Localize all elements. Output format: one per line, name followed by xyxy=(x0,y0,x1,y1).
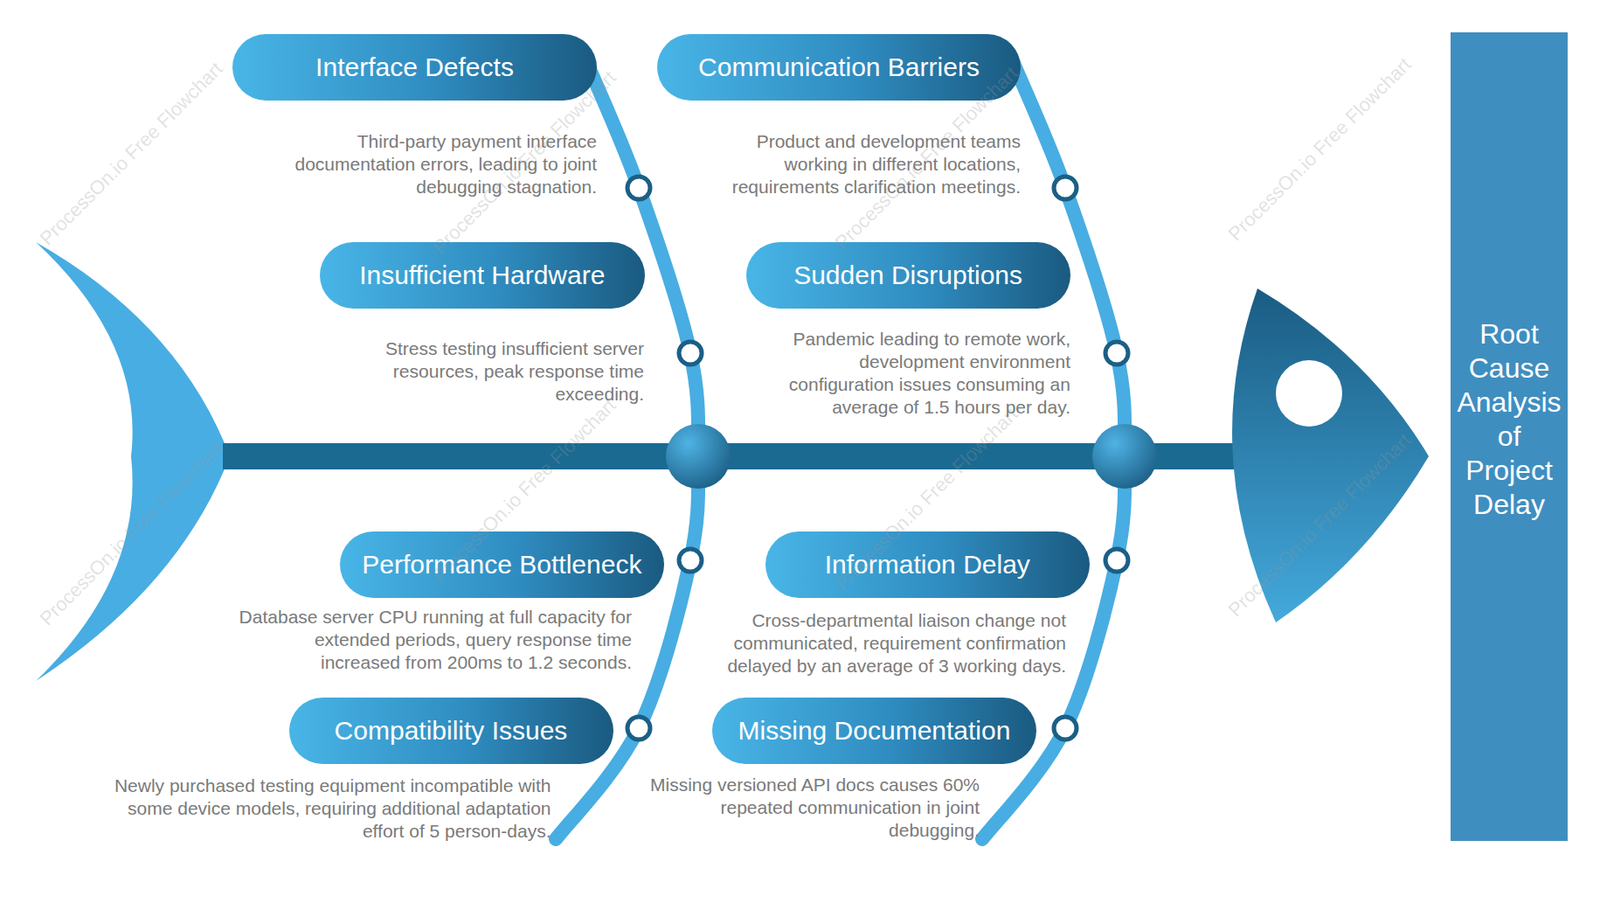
cause-heading: Performance Bottleneck xyxy=(354,549,649,580)
rib-joint xyxy=(1092,423,1157,489)
cause-heading: Communication Barriers xyxy=(691,52,987,83)
cause-pill: Communication BarriersProduct and develo… xyxy=(657,34,1021,101)
cause-description: Product and development teams working in… xyxy=(692,130,1021,199)
fish-tail xyxy=(35,242,230,681)
title-band: Root Cause Analysis of Project Delay xyxy=(1450,32,1568,841)
cause-description: Cross-departmental liaison change not co… xyxy=(692,609,1067,678)
title-text: Root Cause Analysis of Project Delay xyxy=(1450,317,1568,522)
cause-description: Newly purchased testing equipment incomp… xyxy=(114,774,552,843)
rib-ring xyxy=(678,341,702,365)
watermark: ProcessOn.io Free Flowchart xyxy=(1223,429,1416,622)
cause-description: Pandemic leading to remote work, develop… xyxy=(773,327,1071,419)
rib-ring xyxy=(1053,716,1077,740)
cause-heading: Insufficient Hardware xyxy=(352,260,612,291)
watermark: ProcessOn.io Free Flowchart xyxy=(428,394,621,587)
cause-pill: Compatibility IssuesNewly purchased test… xyxy=(289,697,614,764)
watermark: ProcessOn.io Free Flowchart xyxy=(34,437,228,631)
cause-heading: Compatibility Issues xyxy=(327,715,575,746)
watermark: ProcessOn.io Free Flowchart xyxy=(830,62,1023,255)
cause-description: Stress testing insufficient server resou… xyxy=(351,337,645,406)
cause-heading: Sudden Disruptions xyxy=(786,260,1030,291)
rib-ring xyxy=(627,176,651,200)
rib-ring xyxy=(1105,341,1129,365)
fish-eye xyxy=(1275,360,1343,427)
rib-ring xyxy=(678,548,702,572)
cause-description: Third-party payment interface documentat… xyxy=(247,130,597,199)
watermark: ProcessOn.io Free Flowchart xyxy=(1223,53,1416,246)
rib-ring xyxy=(1105,548,1129,572)
rib-joint xyxy=(665,423,731,489)
watermark: ProcessOn.io Free Flowchart xyxy=(830,402,1023,596)
cause-pill: Interface DefectsThird-party payment int… xyxy=(232,34,597,101)
rib-ring xyxy=(627,716,651,740)
fish-head xyxy=(1232,288,1429,623)
cause-heading: Information Delay xyxy=(817,549,1038,580)
cause-pill: Insufficient HardwareStress testing insu… xyxy=(319,242,646,309)
cause-heading: Missing Documentation xyxy=(731,715,1019,746)
watermark: ProcessOn.io Free Flowchart xyxy=(34,57,228,250)
cause-heading: Interface Defects xyxy=(308,52,521,83)
cause-pill: Information DelayCross-departmental liai… xyxy=(765,531,1090,598)
rib-ring xyxy=(1053,176,1077,200)
fish-spine xyxy=(222,443,1241,470)
cause-pill: Missing DocumentationMissing versioned A… xyxy=(712,697,1037,764)
cause-description: Missing versioned API docs causes 60% re… xyxy=(643,773,980,842)
cause-pill: Performance BottleneckDatabase server CP… xyxy=(339,531,665,598)
cause-pill: Sudden DisruptionsPandemic leading to re… xyxy=(746,242,1071,309)
watermark: ProcessOn.io Free Flowchart xyxy=(428,66,621,259)
cause-description: Database server CPU running at full capa… xyxy=(234,605,632,674)
